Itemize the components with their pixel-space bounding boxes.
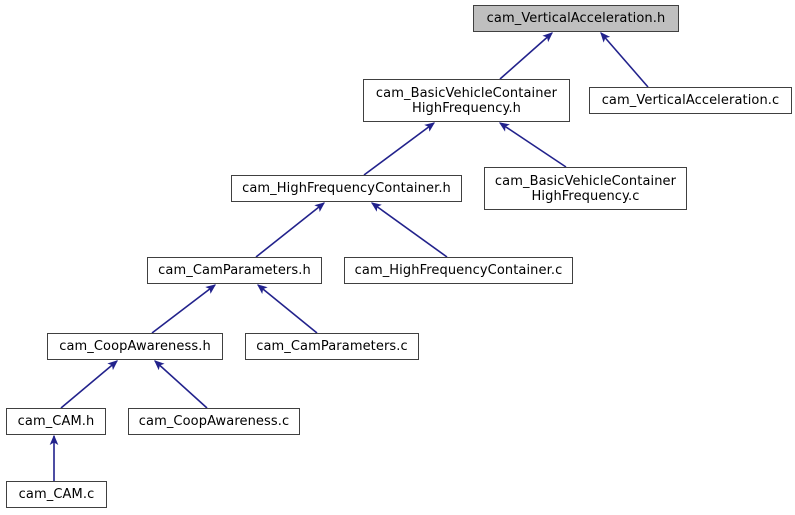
graph-node-label: cam_CAM.h [17,414,95,429]
graph-node-high_frequency_container_c[interactable]: cam_HighFrequencyContainer.c [344,257,573,284]
graph-node-label: cam_CoopAwareness.h [59,339,211,354]
graph-node-high_frequency_container_h[interactable]: cam_HighFrequencyContainer.h [231,175,462,202]
graph-node-label: cam_HighFrequencyContainer.h [242,181,451,196]
graph-node-cam_parameters_c[interactable]: cam_CamParameters.c [245,333,419,360]
graph-node-coop_awareness_c[interactable]: cam_CoopAwareness.c [128,408,300,435]
edge-cam_parameters_h-to-high_frequency_container_h [255,202,326,258]
graph-node-label: cam_CamParameters.c [256,339,408,354]
graph-node-vertical_acceleration_h[interactable]: cam_VerticalAcceleration.h [473,5,679,32]
edge-high_frequency_container_c-to-high_frequency_container_h [370,202,448,258]
edge-cam_cam_h-to-coop_awareness_h [60,360,118,409]
edge-basic_vehicle_container_high_frequency_h-to-vertical_acceleration_h [499,32,553,80]
edge-vertical_acceleration_c-to-vertical_acceleration_h [600,32,649,88]
edge-cam_parameters_c-to-cam_parameters_h [257,284,318,334]
graph-node-basic_vehicle_container_high_frequency_c[interactable]: cam_BasicVehicleContainer HighFrequency.… [484,167,687,210]
graph-node-label: cam_HighFrequencyContainer.c [354,263,563,278]
graph-node-basic_vehicle_container_high_frequency_h[interactable]: cam_BasicVehicleContainer HighFrequency.… [363,79,570,122]
graph-node-label: cam_BasicVehicleContainer HighFrequency.… [375,85,558,116]
edge-coop_awareness_h-to-cam_parameters_h [151,284,217,334]
graph-node-label: cam_CAM.c [18,487,95,502]
edge-basic_vehicle_container_high_frequency_c-to-basic_vehicle_container_high_frequency_h [498,122,567,168]
graph-node-label: cam_CoopAwareness.c [138,414,290,429]
graph-node-cam_cam_h[interactable]: cam_CAM.h [6,408,106,435]
graph-node-label: cam_BasicVehicleContainer HighFrequency.… [494,173,677,204]
graph-node-vertical_acceleration_c[interactable]: cam_VerticalAcceleration.c [589,87,792,114]
graph-node-coop_awareness_h[interactable]: cam_CoopAwareness.h [47,333,223,360]
graph-node-cam_cam_c[interactable]: cam_CAM.c [6,481,107,508]
graph-node-cam_parameters_h[interactable]: cam_CamParameters.h [147,257,322,284]
edge-coop_awareness_c-to-coop_awareness_h [154,360,208,409]
graph-node-label: cam_CamParameters.h [158,263,311,278]
edge-high_frequency_container_h-to-basic_vehicle_container_high_frequency_h [363,122,436,176]
graph-node-label: cam_VerticalAcceleration.c [601,93,780,108]
graph-node-label: cam_VerticalAcceleration.h [486,11,666,26]
